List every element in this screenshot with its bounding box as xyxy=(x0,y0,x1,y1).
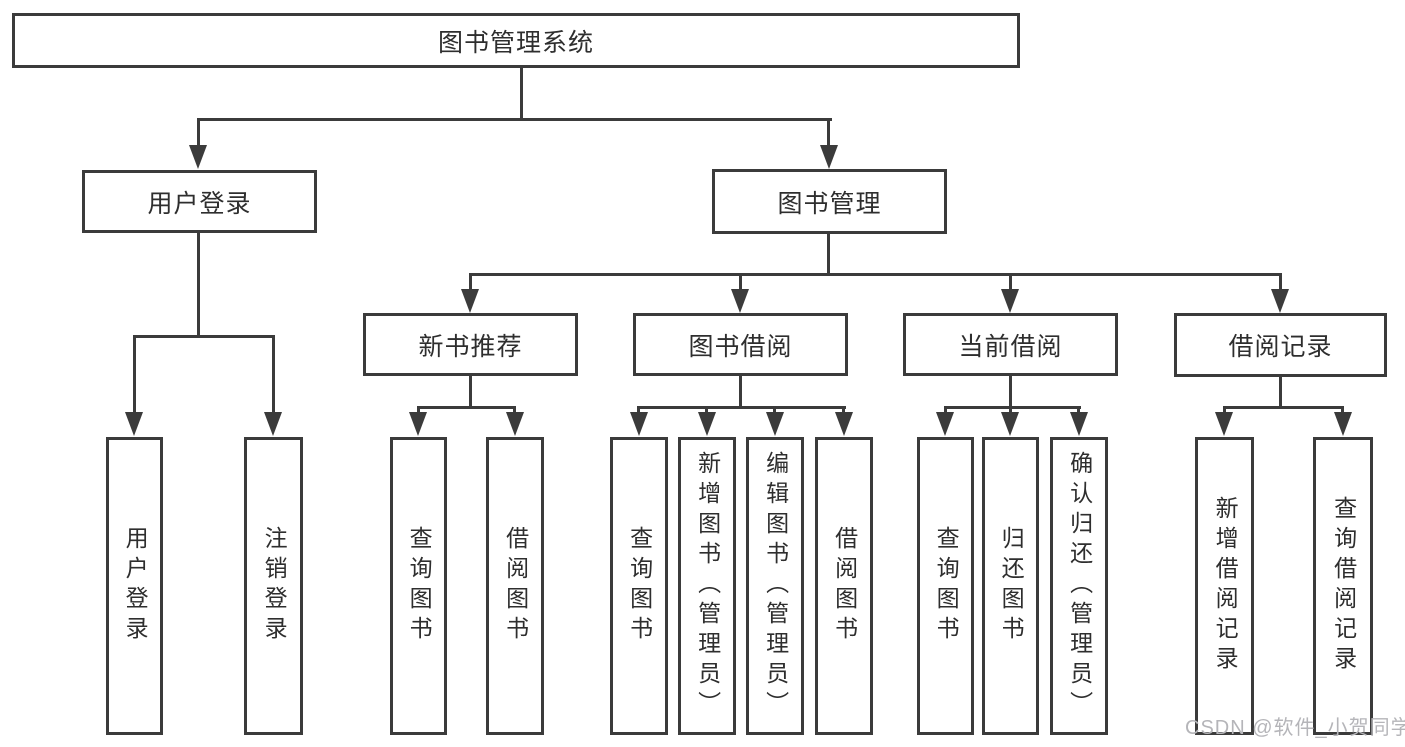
arrow-down-icon xyxy=(1215,412,1233,436)
node-label: 借阅记录 xyxy=(1228,333,1333,361)
node-label: 新增图书（管理员） xyxy=(694,451,721,721)
node-label: 查询图书 xyxy=(626,526,653,646)
node-label: 当前借阅 xyxy=(958,332,1063,361)
leaf-current-query-books: 查询图书 xyxy=(917,437,974,735)
leaf-logout: 注销登录 xyxy=(244,437,303,735)
node-new-book-recommend: 新书推荐 xyxy=(363,313,578,376)
arrow-down-icon xyxy=(125,412,143,436)
node-label: 图书管理系统 xyxy=(437,28,594,57)
leaf-records-query-borrow-record: 查询借阅记录 xyxy=(1313,437,1373,735)
leaf-recommend-query-books: 查询图书 xyxy=(390,437,447,735)
arrow-down-icon xyxy=(189,145,207,169)
connector-recommend-stem xyxy=(469,376,472,409)
connector-drop xyxy=(1279,276,1282,290)
csdn-watermark: CSDN @软件_小贺同学 xyxy=(1185,717,1405,739)
node-label: 图书借阅 xyxy=(688,332,793,361)
arrow-down-icon xyxy=(835,412,853,436)
node-book-management: 图书管理 xyxy=(712,169,947,234)
arrow-down-icon xyxy=(766,412,784,436)
node-label: 用户登录 xyxy=(122,526,149,646)
node-label: 查询图书 xyxy=(933,526,960,646)
connector-records-branch xyxy=(1223,406,1344,409)
leaf-current-return-books: 归还图书 xyxy=(982,437,1039,735)
node-label: 归还图书 xyxy=(998,526,1025,646)
connector-drop xyxy=(1223,406,1226,414)
arrow-down-icon xyxy=(1001,289,1019,313)
connector-drop xyxy=(1077,406,1080,414)
node-label: 查询图书 xyxy=(406,526,433,646)
connector-drop xyxy=(842,406,845,414)
connector-recommend-branch xyxy=(417,406,516,409)
connector-current-stem xyxy=(1009,376,1012,409)
connector-root-branch xyxy=(197,118,832,121)
arrow-down-icon xyxy=(1070,412,1088,436)
arrow-down-icon xyxy=(731,289,749,313)
connector-drop xyxy=(739,276,742,290)
node-label: 用户登录 xyxy=(147,189,252,218)
connector-drop xyxy=(133,338,136,412)
leaf-borrowing-add-books-admin: 新增图书（管理员） xyxy=(678,437,736,735)
connector-borrowing-branch xyxy=(637,406,846,409)
node-library-management-system: 图书管理系统 xyxy=(12,13,1020,68)
node-label: 确认归还（管理员） xyxy=(1066,451,1093,721)
connector-drop xyxy=(705,406,708,414)
connector-borrowing-stem xyxy=(739,376,742,409)
connector-records-stem xyxy=(1279,377,1282,409)
connector-drop xyxy=(773,406,776,414)
arrow-down-icon xyxy=(1001,412,1019,436)
arrow-down-icon xyxy=(506,412,524,436)
connector-root-drop-right xyxy=(827,121,830,146)
node-label: 图书管理 xyxy=(777,189,882,218)
leaf-recommend-borrow-books: 借阅图书 xyxy=(486,437,544,735)
node-label: 借阅图书 xyxy=(502,526,529,646)
arrow-down-icon xyxy=(1334,412,1352,436)
leaf-borrowing-edit-books-admin: 编辑图书（管理员） xyxy=(746,437,804,735)
leaf-borrowing-borrow-books: 借阅图书 xyxy=(815,437,873,735)
leaf-records-add-borrow-record: 新增借阅记录 xyxy=(1195,437,1254,735)
connector-drop xyxy=(944,406,947,414)
node-label: 注销登录 xyxy=(261,526,288,646)
connector-root-stem xyxy=(520,68,523,121)
connector-drop xyxy=(1009,406,1012,414)
node-current-borrowing: 当前借阅 xyxy=(903,313,1118,376)
connector-drop xyxy=(417,406,420,414)
node-label: 编辑图书（管理员） xyxy=(762,451,789,721)
node-label: 新书推荐 xyxy=(418,332,523,361)
connector-drop xyxy=(1341,406,1344,414)
node-label: 借阅图书 xyxy=(831,526,858,646)
arrow-down-icon xyxy=(630,412,648,436)
connector-drop xyxy=(1009,276,1012,290)
connector-current-branch xyxy=(944,406,1081,409)
node-user-login: 用户登录 xyxy=(82,170,317,233)
node-borrow-records: 借阅记录 xyxy=(1174,313,1387,377)
arrow-down-icon xyxy=(264,412,282,436)
arrow-down-icon xyxy=(461,289,479,313)
leaf-user-login: 用户登录 xyxy=(106,437,163,735)
node-label: 查询借阅记录 xyxy=(1330,496,1357,676)
connector-book-management-stem xyxy=(827,234,830,276)
arrow-down-icon xyxy=(409,412,427,436)
connector-drop xyxy=(469,276,472,290)
node-book-borrowing: 图书借阅 xyxy=(633,313,848,376)
leaf-current-confirm-return-admin: 确认归还（管理员） xyxy=(1050,437,1108,735)
arrow-down-icon xyxy=(1271,289,1289,313)
connector-drop xyxy=(513,406,516,414)
arrow-down-icon xyxy=(936,412,954,436)
connector-root-drop-left xyxy=(197,121,200,146)
connector-drop xyxy=(272,338,275,412)
arrow-down-icon xyxy=(820,145,838,169)
connector-book-management-branch xyxy=(469,273,1282,276)
arrow-down-icon xyxy=(698,412,716,436)
node-label: 新增借阅记录 xyxy=(1212,496,1239,676)
connector-drop xyxy=(637,406,640,414)
leaf-borrowing-query-books: 查询图书 xyxy=(610,437,668,735)
connector-user-login-branch xyxy=(133,335,275,338)
connector-user-login-stem xyxy=(197,233,200,336)
